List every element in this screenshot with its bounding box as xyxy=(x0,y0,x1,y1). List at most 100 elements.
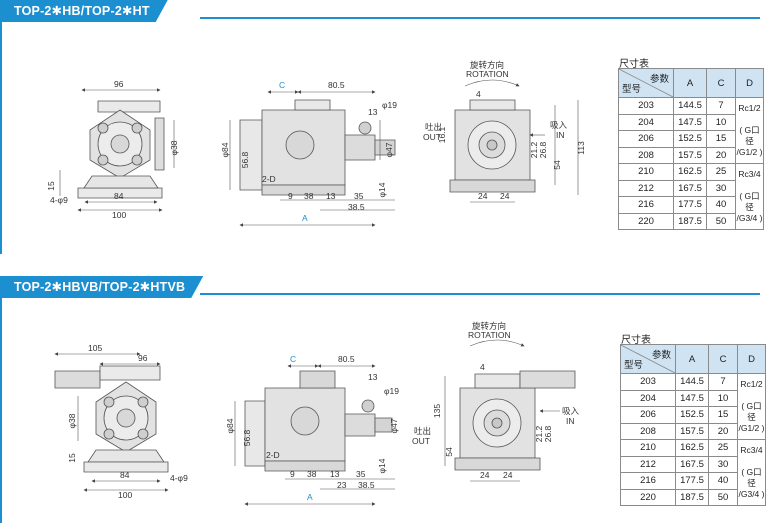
dim-21-2: 21.2 xyxy=(534,425,544,442)
dim-c: C xyxy=(279,80,285,90)
dim-135: 135 xyxy=(432,404,442,418)
section-title: TOP-2✱HBVB/TOP-2✱HTVB xyxy=(0,276,203,298)
end-view xyxy=(454,370,576,471)
header-rule xyxy=(200,293,760,295)
dim-24b: 24 xyxy=(503,470,513,480)
dim-26-8: 26.8 xyxy=(538,141,548,158)
dim-24a: 24 xyxy=(480,470,490,480)
dim-2d: 2-D xyxy=(262,174,276,184)
section-left-border xyxy=(0,298,2,523)
d-group-1: Rc1/2( G口径/G1/2 ) xyxy=(735,97,764,164)
header-param-model: 参数 型号 xyxy=(618,68,674,98)
dim-38: 38 xyxy=(304,191,314,201)
d-group-1: Rc1/2( G口径/G1/2 ) xyxy=(737,373,766,440)
dim-84: 84 xyxy=(120,470,130,480)
rotation-en: ROTATION xyxy=(468,330,511,340)
front-view xyxy=(54,365,169,473)
dim-phi14: φ14 xyxy=(377,458,387,473)
col-a: A xyxy=(675,344,709,374)
dim-2d: 2-D xyxy=(266,450,280,460)
rotation-en: ROTATION xyxy=(466,69,509,79)
dim-9: 9 xyxy=(288,191,293,201)
dim-c: C xyxy=(290,354,296,364)
dim-phi38: φ38 xyxy=(67,413,77,428)
side-view xyxy=(239,99,396,196)
dim-100: 100 xyxy=(118,490,132,500)
in-en: IN xyxy=(566,416,575,426)
col-a: A xyxy=(673,68,707,98)
dim-holes: 4-φ9 xyxy=(170,473,188,483)
dim-35: 35 xyxy=(356,469,366,479)
dim-21-2: 21.2 xyxy=(529,141,539,158)
dim-54: 54 xyxy=(552,160,562,170)
d-group-2: Rc3/4( G口径/G3/4 ) xyxy=(735,163,764,230)
dim-13: 13 xyxy=(368,372,378,382)
d-group-2: Rc3/4( G口径/G3/4 ) xyxy=(737,439,766,506)
dim-phi38: φ38 xyxy=(169,140,179,155)
dim-80-5: 80.5 xyxy=(328,80,345,90)
dim-38-5: 38.5 xyxy=(348,202,365,212)
dim-4-1: 4 xyxy=(480,362,485,372)
side-view xyxy=(244,370,393,472)
dim-9: 9 xyxy=(290,469,295,479)
col-d: D xyxy=(737,344,766,374)
dim-26-8: 26.8 xyxy=(543,425,553,442)
dim-35: 35 xyxy=(354,191,364,201)
dim-56-8: 56.8 xyxy=(240,151,250,168)
section-left-border xyxy=(0,22,2,254)
dim-16-1: 16.1 xyxy=(437,126,447,143)
drawing-hb-ht: 96 84 100 φ38 15 4-φ9 C xyxy=(46,60,586,227)
table-title: 尺寸表 xyxy=(621,335,651,346)
drawing-hbvb-htvb: 105 96 84 100 φ38 15 4-φ9 xyxy=(54,321,580,506)
dim-38-5: 38.5 xyxy=(358,480,375,490)
section-title: TOP-2✱HB/TOP-2✱HT xyxy=(0,0,168,22)
dim-105: 105 xyxy=(88,343,102,353)
dim-phi84: φ84 xyxy=(220,142,230,157)
dim-100: 100 xyxy=(112,210,126,220)
dim-holes: 4-φ9 xyxy=(50,195,68,205)
dim-phi19: φ19 xyxy=(384,386,399,396)
dim-96: 96 xyxy=(138,353,148,363)
header-rule xyxy=(200,17,760,19)
out-cn: 吐出 xyxy=(425,122,442,132)
rotation-cn: 旋转方向 xyxy=(472,321,506,331)
end-view xyxy=(449,99,536,193)
out-en: OUT xyxy=(423,132,441,142)
dim-23: 23 xyxy=(337,480,347,490)
header-param-model: 参数 型号 xyxy=(620,344,676,374)
dim-a: A xyxy=(307,492,313,502)
dim-113: 113 xyxy=(576,141,586,155)
dim-phi14: φ14 xyxy=(377,182,387,197)
dim-15: 15 xyxy=(46,181,56,191)
dim-phi47: φ47 xyxy=(384,142,394,157)
in-cn: 吸入 xyxy=(550,120,568,130)
col-c: C xyxy=(706,68,736,98)
col-c: C xyxy=(708,344,738,374)
dim-56-8: 56.8 xyxy=(242,429,252,446)
dim-24b: 24 xyxy=(500,191,510,201)
dim-24a: 24 xyxy=(478,191,488,201)
col-d: D xyxy=(735,68,764,98)
section-hbvb-htvb: TOP-2✱HBVB/TOP-2✱HTVB xyxy=(0,276,775,525)
dim-96: 96 xyxy=(114,79,124,89)
front-view xyxy=(77,100,165,199)
table-title: 尺寸表 xyxy=(619,59,649,70)
out-cn: 吐出 xyxy=(414,426,431,436)
dim-80-5: 80.5 xyxy=(338,354,355,364)
out-en: OUT xyxy=(412,436,430,446)
rotation-cn: 旋转方向 xyxy=(470,60,504,70)
